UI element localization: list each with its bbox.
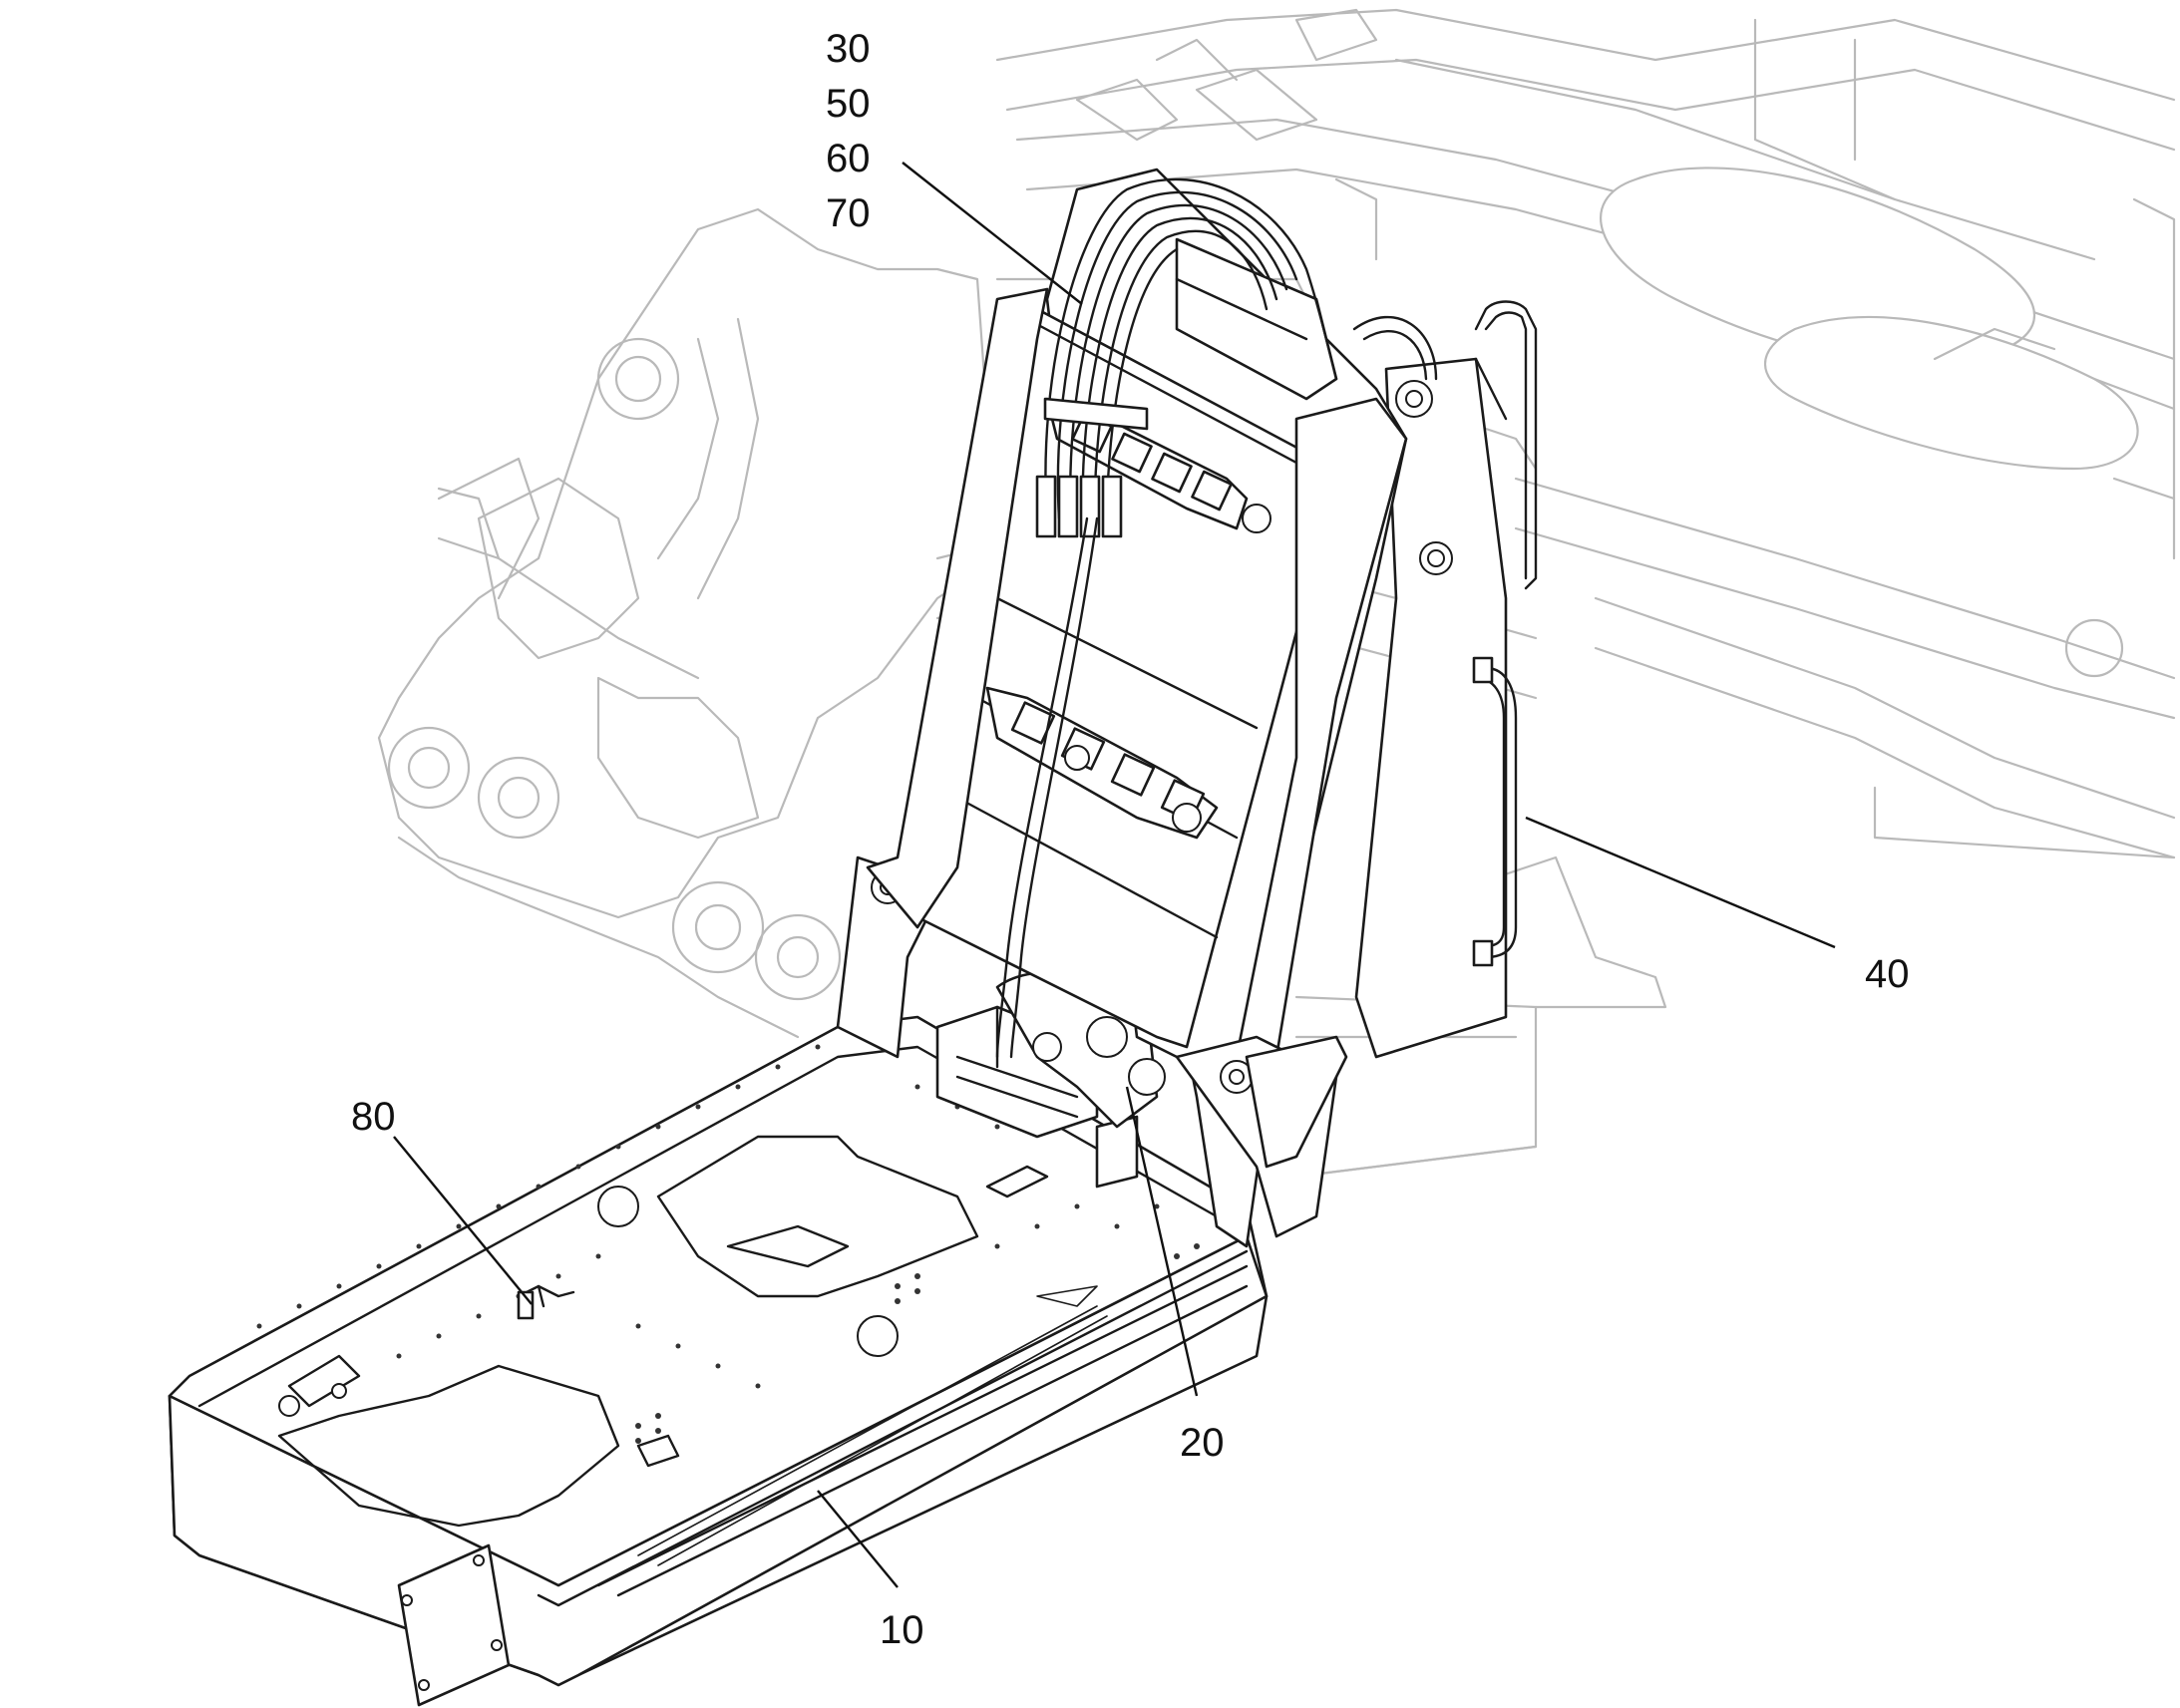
callout-60: 60 — [826, 137, 871, 180]
callout-10: 10 — [880, 1608, 924, 1652]
callout-80: 80 — [351, 1095, 396, 1139]
leader-40 — [1525, 816, 1836, 949]
column-assembly — [866, 168, 1538, 1238]
background-frame-ghost — [377, 8, 2176, 1179]
callout-50: 50 — [826, 82, 871, 126]
callout-labels: 30 50 60 70 40 80 20 10 — [351, 27, 1910, 1652]
leader-lines — [393, 162, 1836, 1588]
callout-30: 30 — [826, 27, 871, 71]
floor-plate — [168, 1015, 1269, 1707]
part-80-clip — [517, 1284, 575, 1320]
callout-20: 20 — [1180, 1421, 1225, 1465]
leader-20 — [1125, 1086, 1199, 1397]
leader-80 — [393, 1136, 533, 1305]
leader-60 — [902, 162, 1083, 305]
callout-70: 70 — [826, 191, 871, 235]
leader-10 — [817, 1490, 899, 1588]
callout-40: 40 — [1865, 952, 1910, 996]
